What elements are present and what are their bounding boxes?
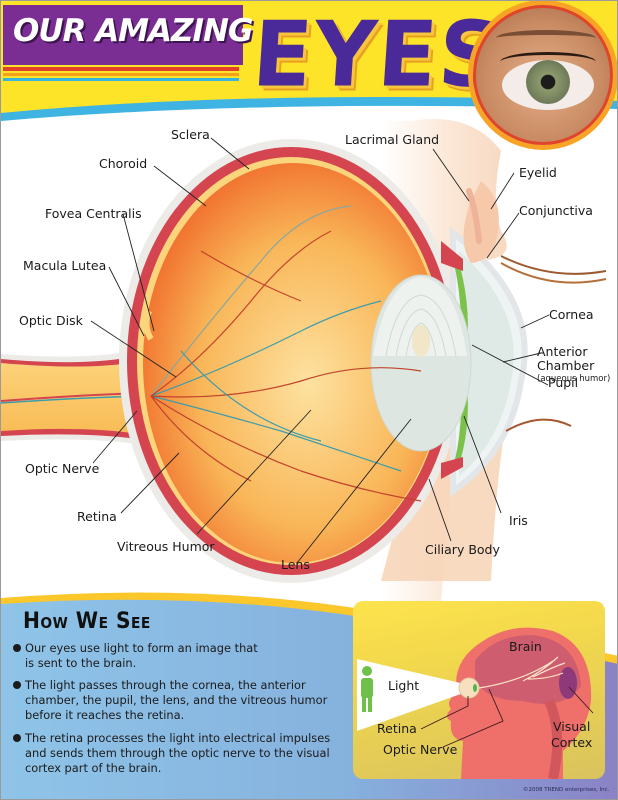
- title-our-amazing: OUR AMAZING: [13, 13, 253, 49]
- label-retina: Retina: [77, 509, 117, 524]
- bullet-line: before it reaches the retina.: [25, 708, 185, 722]
- eyebrow-shape: [496, 30, 596, 46]
- label-macula-lutea: Macula Lutea: [23, 258, 107, 273]
- bullet-item: The retina processes the light into elec…: [13, 731, 333, 776]
- vision-pathway-inset: Brain Light Retina Optic Nerve Visual Co…: [353, 601, 605, 779]
- eye-photo: [473, 5, 613, 145]
- bullet-item: The light passes through the cornea, the…: [13, 678, 333, 723]
- label-conjunctiva: Conjunctiva: [519, 203, 593, 218]
- inset-label-brain: Brain: [509, 639, 542, 654]
- bullet-line: The retina processes the light into elec…: [25, 731, 331, 745]
- label-anterior: Anterior: [537, 344, 588, 359]
- inset-label-light: Light: [388, 678, 420, 693]
- label-ciliary-body: Ciliary Body: [425, 542, 500, 557]
- bullet-dot-icon: [13, 734, 21, 742]
- title-band: [3, 5, 243, 65]
- bullet-line: Our eyes use light to form an image that: [25, 641, 258, 655]
- bullet-dot-icon: [13, 681, 21, 689]
- bullet-line: is sent to the brain.: [25, 656, 137, 670]
- inset-label-optic-nerve: Optic Nerve: [383, 742, 458, 757]
- label-pupil: Pupil: [548, 375, 579, 390]
- label-fovea-centralis: Fovea Centralis: [45, 206, 142, 221]
- eyelash-shape: [500, 52, 596, 72]
- title-stripe: [3, 67, 239, 71]
- inset-label-visual: Visual: [553, 719, 591, 734]
- bullet-line: chamber, the pupil, the lens, and the vi…: [25, 693, 328, 707]
- inset-label-cortex: Cortex: [551, 735, 593, 750]
- head-profile-diagram: [357, 627, 594, 779]
- label-sclera: Sclera: [171, 127, 210, 142]
- label-iris: Iris: [509, 513, 528, 528]
- label-aqueous-humor: (aqueous humor): [537, 374, 611, 384]
- bullet-line: cortex part of the brain.: [25, 761, 162, 775]
- label-chamber: Chamber: [537, 358, 595, 373]
- label-cornea: Cornea: [549, 307, 594, 322]
- label-eyelid: Eyelid: [519, 165, 557, 180]
- title-stripe: [3, 78, 239, 81]
- bullet-line: The light passes through the cornea, the…: [25, 678, 306, 692]
- copyright-notice: ©2008 TREND enterprises, Inc.: [523, 787, 610, 793]
- label-optic-disk: Optic Disk: [19, 313, 83, 328]
- eye-cross-section-diagram: [1, 119, 607, 601]
- label-vitreous-humor: Vitreous Humor: [117, 539, 215, 554]
- label-lens: Lens: [281, 557, 310, 572]
- label-optic-nerve: Optic Nerve: [25, 461, 100, 476]
- title-stripe: [3, 73, 239, 76]
- bullet-line: and sends them through the optic nerve t…: [25, 746, 330, 760]
- inset-label-retina: Retina: [377, 721, 417, 736]
- how-we-see-title: How We See: [23, 609, 151, 634]
- bullet-item: Our eyes use light to form an image that…: [13, 641, 333, 671]
- label-choroid: Choroid: [99, 156, 148, 171]
- label-lacrimal-gland: Lacrimal Gland: [345, 132, 440, 147]
- bullet-dot-icon: [13, 644, 21, 652]
